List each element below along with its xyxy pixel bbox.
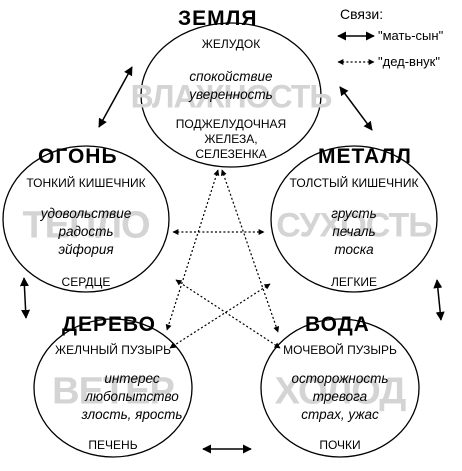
fire-emotion: радость [58, 224, 114, 239]
water-emotion: осторожность [291, 371, 389, 386]
metal-emotion: грусть [331, 206, 377, 221]
earth-organ-line: ЖЕЛЕЗА, [204, 132, 258, 146]
metal-organ-bottom: ЛЕГКИЕ [331, 275, 377, 290]
wood-emotion: злость, ярость [81, 407, 183, 422]
arrow-fire-wood [19, 277, 31, 319]
fire-organ-line: СЕРДЦЕ [61, 275, 111, 289]
dotted-earth-water [220, 169, 280, 333]
earth-climate-watermark: ВЛАЖНОСТЬ [130, 78, 333, 115]
fire-climate-watermark: ТЕПЛО [22, 204, 150, 247]
dotted-metal-wood [169, 283, 271, 349]
legend: Связи: "мать-сын" "дед-внук" [0, 0, 462, 80]
water-ellipse [260, 318, 420, 458]
water-climate-watermark: ХОЛОД [274, 370, 407, 413]
earth-ellipse [140, 22, 322, 168]
metal-emotions: грусть печаль тоска [331, 205, 377, 259]
wood-emotion: интерес [104, 371, 160, 386]
wood-emotions: интерес любопытство злость, ярость [81, 370, 182, 424]
wood-organ-bottom: ПЕЧЕНЬ [88, 438, 137, 453]
wood-title: ДЕРЕВО [62, 313, 156, 336]
earth-emotion: уверенность [189, 87, 273, 102]
water-emotion: тревога [312, 389, 368, 404]
water-emotion: страх, ужас [301, 407, 379, 422]
fire-title: ОГОНЬ [38, 145, 118, 168]
wood-ellipse [33, 318, 193, 458]
dotted-earth-wood [165, 169, 220, 331]
water-emotions: осторожность тревога страх, ужас [292, 370, 389, 424]
metal-organ-top: ТОЛСТЫЙ КИШЕЧНИК [289, 176, 419, 190]
metal-emotion: тоска [334, 242, 374, 257]
earth-organ-line: СЕЛЕЗЕНКА [195, 147, 267, 161]
wood-organ-top: ЖЕЛЧНЫЙ ПУЗЫРЬ [55, 343, 171, 357]
arrow-earth-metal [339, 86, 373, 131]
water-organ-top: МОЧЕВОЙ ПУЗЫРЬ [283, 343, 397, 357]
wood-organ-line: ПЕЧЕНЬ [88, 438, 138, 452]
arrow-metal-water [433, 279, 445, 321]
legend-mother-son-label: "мать-сын" [378, 28, 444, 43]
metal-emotion: печаль [332, 224, 376, 239]
metal-title: МЕТАЛЛ [318, 145, 412, 168]
fire-organ-bottom: СЕРДЦЕ [62, 275, 111, 290]
metal-climate-watermark: СУХОСТЬ [276, 206, 432, 245]
legend-grandfather-grandson-label: "дед-внук" [378, 54, 440, 69]
fire-emotion: удовольствие [40, 206, 132, 221]
fire-emotion: эйфория [58, 242, 114, 257]
fire-organ-top: ТОНКИЙ КИШЕЧНИК [26, 176, 146, 190]
dotted-fire-water [175, 279, 281, 349]
metal-organ-line: ЛЕГКИЕ [331, 275, 377, 289]
earth-title: ЗЕМЛЯ [178, 7, 258, 30]
wood-emotion: любопытство [85, 389, 179, 404]
earth-organ-bottom: ПОДЖЕЛУДОЧНАЯ ЖЕЛЕЗА, СЕЛЕЗЕНКА [176, 117, 286, 162]
fire-emotions: удовольствие радость эйфория [41, 205, 131, 259]
water-organ-line: ПОЧКИ [319, 438, 361, 452]
earth-emotion: спокойствие [189, 69, 273, 84]
water-title: ВОДА [305, 313, 370, 336]
earth-organ-top: ЖЕЛУДОК [201, 37, 261, 51]
arrow-earth-fire [98, 66, 133, 128]
earth-organ-line: ПОДЖЕЛУДОЧНАЯ [175, 117, 287, 131]
earth-emotions: спокойствие уверенность [189, 68, 273, 104]
wood-climate-watermark: ВЕТЕР [52, 370, 175, 413]
water-organ-bottom: ПОЧКИ [319, 438, 360, 453]
legend-title: Связи: [340, 6, 384, 22]
